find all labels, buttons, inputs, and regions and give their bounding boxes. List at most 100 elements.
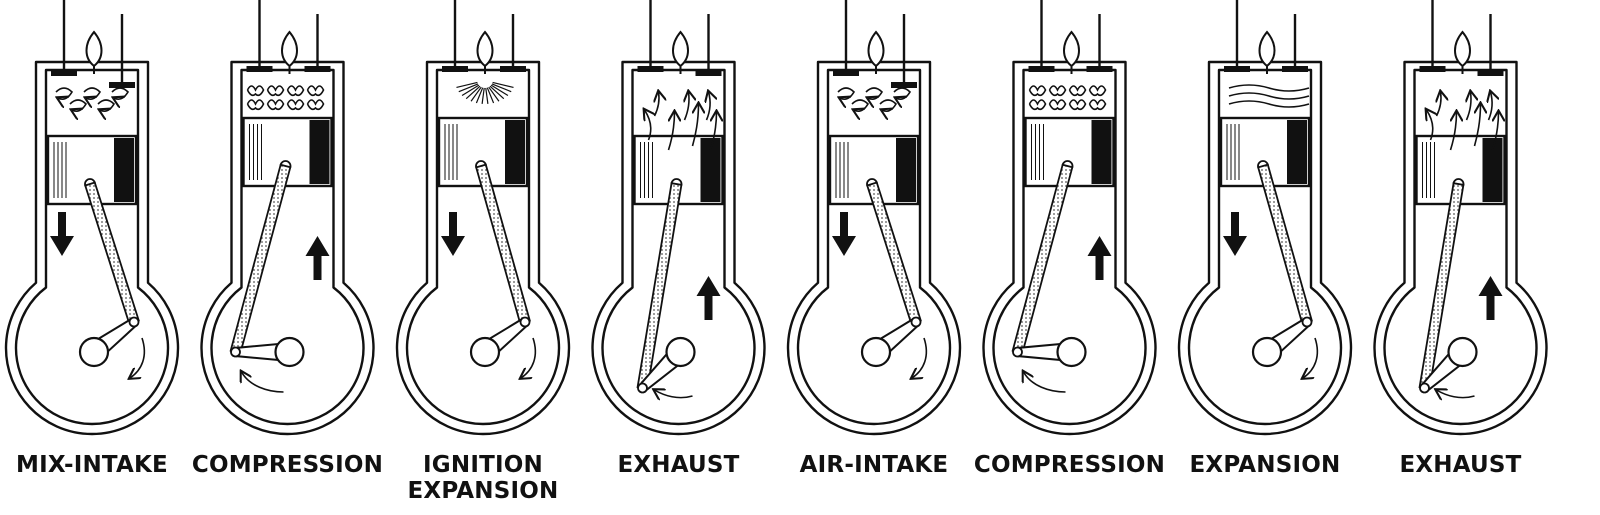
- stage-2: COMPRESSION: [192, 0, 383, 478]
- crankshaft-icon: [860, 336, 892, 368]
- intake-valve-head: [637, 66, 664, 72]
- gas-swirl-icon: [852, 99, 870, 111]
- spark-ray: [458, 83, 479, 93]
- spark-plug-icon: [1258, 30, 1276, 68]
- gas-cloud-icon: [1088, 85, 1107, 97]
- gas-cloud-icon: [246, 99, 265, 111]
- spark-ray: [485, 87, 489, 104]
- stage-5: AIR-INTAKE: [786, 0, 962, 478]
- intake-valve-head: [246, 66, 273, 72]
- connecting-rod: [1257, 163, 1313, 325]
- gas-cloud-icon: [1048, 99, 1067, 111]
- piston-shadow: [896, 138, 916, 202]
- spark-ray: [486, 87, 495, 104]
- spark-plug-icon: [476, 30, 494, 68]
- spark-plug-icon: [85, 30, 103, 68]
- cylinder-inner-wall: [1187, 68, 1343, 426]
- gas-cloud-icon: [1048, 85, 1067, 97]
- exhaust-arrow-icon: [1491, 112, 1499, 151]
- cylinder-inner-wall: [210, 68, 365, 426]
- crank-pin: [1301, 316, 1313, 328]
- cylinder-inner-wall: [14, 68, 170, 426]
- crankshaft-icon: [469, 336, 501, 368]
- cylinder-inner-wall: [601, 68, 756, 426]
- arrow-down-icon: [832, 212, 856, 256]
- cylinder-inner-wall: [992, 68, 1147, 426]
- cylinder-inner-wall: [1383, 68, 1538, 426]
- arrow-down-icon: [441, 212, 465, 256]
- gas-flat-icon: [1228, 84, 1310, 92]
- exhaust-valve-head: [109, 82, 135, 88]
- rotation-arrow-icon: [1024, 372, 1066, 393]
- exhaust-arrow-icon: [709, 112, 717, 151]
- crank-pin: [230, 346, 241, 358]
- gas-cloud-icon: [1088, 99, 1107, 111]
- connecting-rod: [1011, 163, 1074, 355]
- cylinder-inner-wall: [796, 68, 952, 426]
- rotation-arrow-icon: [655, 390, 693, 398]
- exhaust-valve-head: [1477, 70, 1504, 76]
- gas-swirl-icon: [84, 87, 102, 99]
- stage-8: EXHAUST: [1373, 0, 1548, 478]
- crankshaft-icon: [274, 336, 305, 368]
- piston-shadow: [505, 120, 525, 184]
- exhaust-valve-head: [1086, 66, 1113, 72]
- rotation-arrow-icon: [1437, 390, 1475, 398]
- gas-swirl-icon: [880, 99, 898, 111]
- arrow-down-icon: [1223, 212, 1247, 256]
- gas-swirl-icon: [838, 87, 856, 99]
- piston-shadow: [1091, 120, 1112, 184]
- piston-shadow: [309, 120, 330, 184]
- spark-ray: [465, 85, 481, 100]
- exhaust-arrow-icon: [1437, 92, 1442, 117]
- exhaust-arrow-icon: [1489, 92, 1493, 121]
- gas-cloud-icon: [1028, 99, 1047, 111]
- crankshaft-icon: [78, 336, 110, 368]
- rotation-arrow-icon: [912, 337, 928, 378]
- cylinder-inner-wall: [405, 68, 561, 426]
- spark-ray: [461, 84, 480, 96]
- crank-pin: [128, 316, 140, 328]
- spark-plug-icon: [867, 30, 885, 68]
- stage-label: EXHAUST: [617, 452, 739, 478]
- exhaust-valve-head: [891, 82, 917, 88]
- stage-label: COMPRESSION: [192, 452, 383, 478]
- exhaust-arrow-icon: [655, 92, 660, 117]
- crank-pin: [910, 316, 922, 328]
- cylinder-outer-wall: [4, 60, 180, 436]
- gas-swirl-icon: [98, 99, 116, 111]
- crankshaft-icon: [665, 336, 696, 368]
- spark-ray: [490, 84, 509, 96]
- exhaust-valve-head: [695, 70, 722, 76]
- crank-pin: [637, 382, 648, 394]
- crank-pin: [1012, 346, 1023, 358]
- connecting-rod: [229, 163, 292, 355]
- stage-label: EXHAUST: [1399, 452, 1521, 478]
- piston-shadow: [1482, 138, 1503, 202]
- spark-ray: [491, 83, 512, 93]
- spark-plug-icon: [1454, 30, 1471, 68]
- gas-cloud-icon: [266, 85, 285, 97]
- spark-plug-icon: [281, 30, 298, 68]
- gas-swirl-icon: [894, 87, 912, 99]
- connecting-rod: [475, 163, 531, 325]
- spark-plug-icon: [1063, 30, 1080, 68]
- cylinder-outer-wall: [591, 60, 766, 436]
- exhaust-arrow-icon: [1473, 104, 1481, 147]
- stage-label: MIX-INTAKE: [16, 452, 168, 478]
- stage-label: EXPANSION: [1190, 452, 1341, 478]
- spark-ray: [456, 81, 478, 89]
- piston-shadow: [114, 138, 134, 202]
- crank-pin: [1419, 382, 1430, 394]
- arrow-up-icon: [1087, 236, 1112, 280]
- intake-valve-head: [1419, 66, 1446, 72]
- exhaust-arrow-icon: [691, 104, 699, 147]
- stage-label: AIR-INTAKE: [800, 452, 949, 478]
- stage-label: IGNITION: [423, 452, 543, 478]
- cylinder-outer-wall: [1373, 60, 1548, 436]
- stage-1: MIX-INTAKE: [4, 0, 180, 478]
- gas-cloud-icon: [1028, 85, 1047, 97]
- spark-ray: [475, 87, 484, 104]
- arrow-up-icon: [305, 236, 330, 280]
